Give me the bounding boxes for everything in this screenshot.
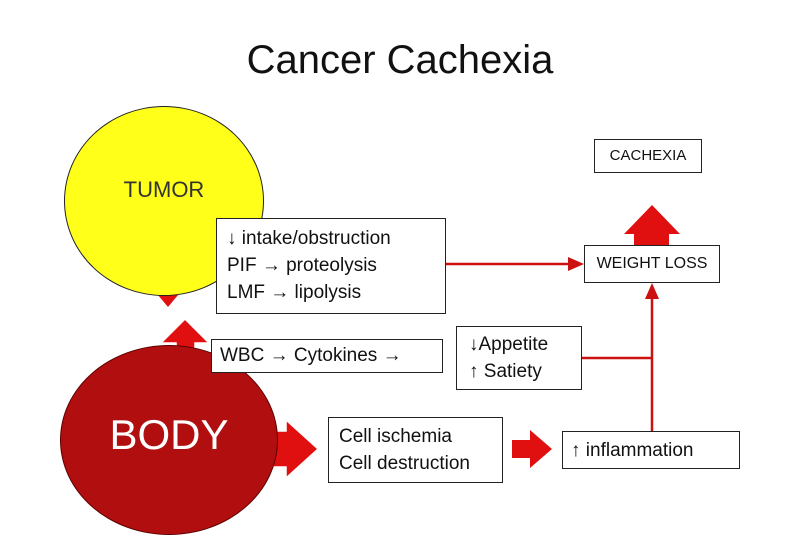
- cell-destruction-line: Cell destruction: [339, 453, 470, 474]
- diagram-title: Cancer Cachexia: [246, 38, 554, 82]
- arrow-cell-to-inflammation: [512, 430, 552, 468]
- inflammation-box: ↑ inflammation: [562, 431, 740, 469]
- tumor-effect-line: ↓ intake/obstruction: [227, 228, 391, 249]
- appetite-line: ↓Appetite: [469, 334, 549, 355]
- connector-effects-to-weight-head: [568, 257, 584, 271]
- tumor-effect-line: LMF → lipolysis: [227, 282, 362, 303]
- weight-loss-box: WEIGHT LOSS: [584, 245, 720, 283]
- cell-damage-box: Cell ischemia Cell destruction: [328, 417, 503, 483]
- cell-ischemia-line: Cell ischemia: [339, 426, 452, 447]
- body-label: BODY: [109, 411, 229, 458]
- tumor-effect-line: PIF → proteolysis: [227, 255, 377, 276]
- tumor-effects-box: ↓ intake/obstruction PIF → proteolysis L…: [216, 218, 446, 314]
- immune-response-box: WBC → Cytokines →: [211, 339, 443, 373]
- appetite-box: ↓Appetite ↑ Satiety: [456, 326, 582, 390]
- cachexia-box: CACHEXIA: [594, 139, 702, 173]
- tumor-label: TUMOR: [123, 177, 205, 202]
- satiety-line: ↑ Satiety: [469, 361, 542, 382]
- connector-to-weight-head: [645, 283, 659, 299]
- body-node: BODY: [60, 345, 278, 535]
- arrow-to-cachexia: [624, 205, 680, 247]
